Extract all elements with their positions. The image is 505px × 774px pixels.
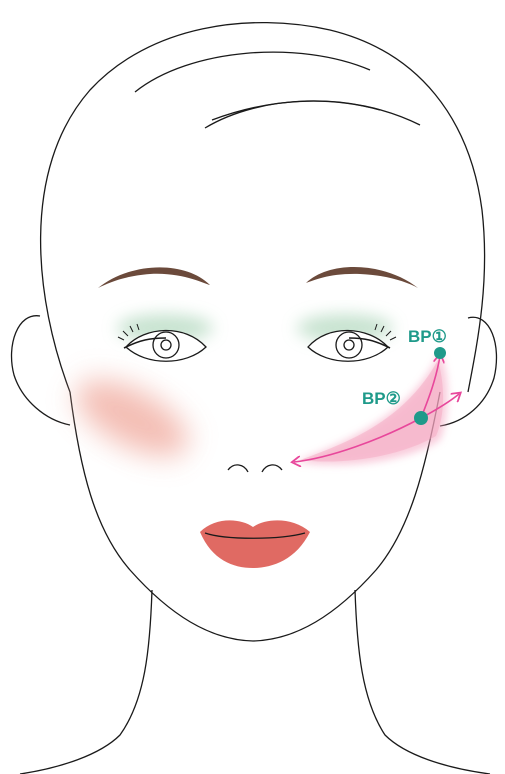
lips-icon — [200, 520, 310, 568]
nose — [228, 465, 282, 472]
bp1-label: BP① — [408, 327, 447, 346]
right-ear — [440, 317, 496, 426]
right-eyebrow-icon — [306, 267, 418, 288]
bp2-label: BP② — [362, 389, 401, 408]
left-eyebrow-icon — [98, 267, 210, 288]
neck-outline — [20, 590, 490, 774]
left-cheek-blush — [64, 364, 200, 472]
bp1-point-icon — [434, 347, 446, 359]
bp2-point-icon — [414, 411, 428, 425]
left-ear — [12, 316, 70, 425]
